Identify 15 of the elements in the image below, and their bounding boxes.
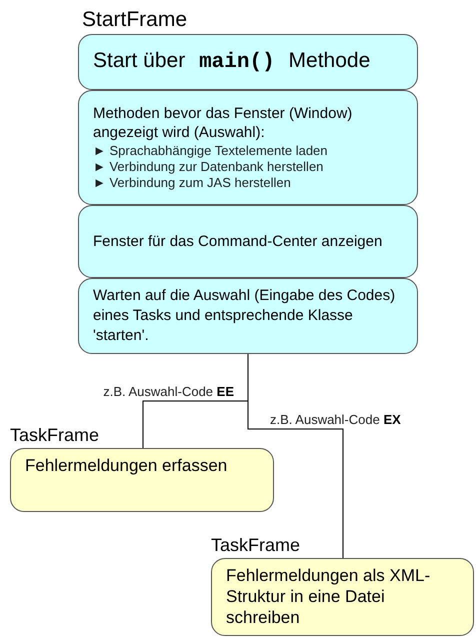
edge-label: z.B. Auswahl-Code EX bbox=[268, 412, 403, 427]
box-text: Fehlermeldungen erfassen bbox=[25, 455, 228, 476]
list-item: ► Verbindung zur Datenbank herstellen bbox=[93, 159, 324, 175]
edge-label: z.B. Auswahl-Code EE bbox=[101, 384, 236, 399]
box-text: Warten auf die Auswahl (Eingabe des Codes) eines Tasks und entsprechende Klasse 'starten'. bbox=[93, 286, 396, 346]
box-heading: Methoden bevor das Fenster (Window) angezeigt wird (Auswahl): bbox=[93, 104, 354, 142]
frame-title: TaskFrame bbox=[10, 424, 100, 446]
box-text: Start über main() Methode bbox=[93, 48, 372, 76]
list-item: ► Verbindung zum JAS herstellen bbox=[93, 175, 292, 191]
connector-line bbox=[248, 354, 344, 558]
list-item: ► Sprachabhängige Textelemente laden bbox=[93, 143, 329, 159]
box-text: Fenster für das Command-Center anzeigen bbox=[93, 232, 384, 252]
frame-title: StartFrame bbox=[82, 7, 188, 32]
box-text: Fehlermeldungen als XML-Struktur in eine Datei schreiben bbox=[226, 565, 432, 628]
frame-title: TaskFrame bbox=[211, 534, 300, 556]
